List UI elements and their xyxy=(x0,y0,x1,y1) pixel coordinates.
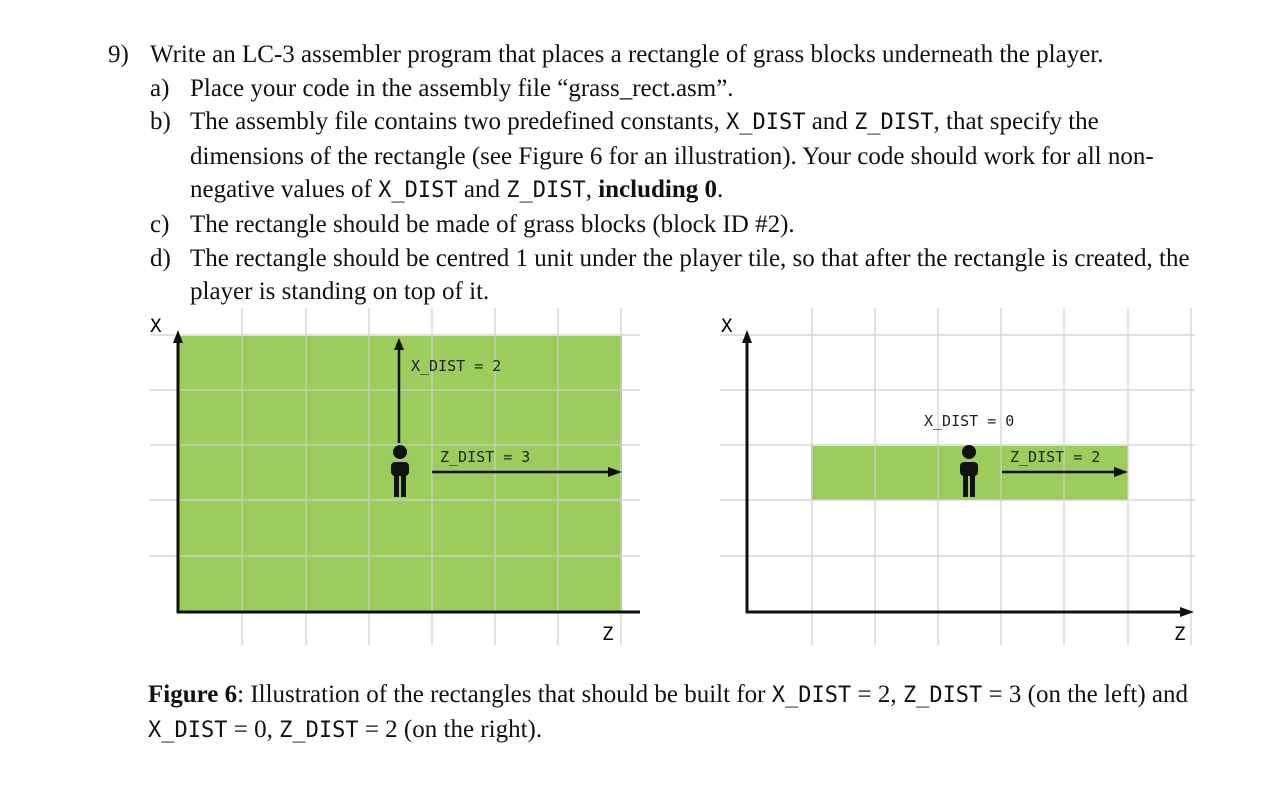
right-diagram: X Z X_DIST = 0 Z_DIST = 2 xyxy=(720,308,1195,645)
code-x-dist: X_DIST xyxy=(725,110,806,136)
x-axis-label: X xyxy=(150,315,162,337)
bold-emphasis: including 0 xyxy=(598,176,718,204)
item-label: d) xyxy=(150,244,171,272)
x-dist-label: X_DIST = 0 xyxy=(924,412,1014,430)
item-text: The rectangle should be made of grass bl… xyxy=(190,210,795,238)
item-label: a) xyxy=(150,74,170,102)
item-label: c) xyxy=(150,210,170,238)
axes xyxy=(742,330,1194,617)
code-x-dist: X_DIST xyxy=(378,178,458,204)
text-run: The assembly file contains two predefine… xyxy=(190,108,726,136)
x-dist-arrow xyxy=(394,338,404,443)
axes xyxy=(173,330,640,614)
code-x-dist: X_DIST xyxy=(148,717,228,743)
player-icon xyxy=(391,445,409,497)
item-text: The rectangle should be centred 1 unit u… xyxy=(190,244,1190,306)
code-z-dist: Z_DIST xyxy=(279,717,359,743)
item-c: c) The rectangle should be made of grass… xyxy=(108,208,1208,242)
x-axis-label: X xyxy=(721,315,733,337)
question-number: 9) xyxy=(108,41,129,68)
code-x-dist: X_DIST xyxy=(771,683,852,708)
question-intro: 9) Write an LC-3 assembler program that … xyxy=(108,38,1208,72)
item-d: d) The rectangle should be centred 1 uni… xyxy=(108,242,1208,309)
text-run: = 3 (on the left) and xyxy=(982,681,1189,708)
item-text: Place your code in the assembly file “gr… xyxy=(190,74,734,102)
item-label: b) xyxy=(150,108,171,136)
item-text: The assembly file contains two predefine… xyxy=(190,105,1208,208)
question-9: 9) Write an LC-3 assembler program that … xyxy=(108,38,1208,309)
text-run: , xyxy=(585,176,599,204)
z-dist-label: Z_DIST = 2 xyxy=(1010,448,1100,466)
item-a: a) Place your code in the assembly file … xyxy=(108,72,1208,106)
code-z-dist: Z_DIST xyxy=(902,683,983,708)
text-run: and xyxy=(805,108,855,136)
text-run: : Illustration of the rectangles that sh… xyxy=(237,681,772,708)
code-z-dist: Z_DIST xyxy=(506,178,586,204)
text-run: and xyxy=(457,176,507,204)
x-dist-label: X_DIST = 2 xyxy=(411,357,501,375)
left-diagram: X Z X_DIST = 2 Z_DIST = 3 xyxy=(150,308,640,645)
question-intro-text: Write an LC-3 assembler program that pla… xyxy=(150,41,1104,68)
text-run: = 0, xyxy=(227,715,280,743)
figure-caption: Figure 6: Illustration of the rectangles… xyxy=(148,678,1208,747)
item-b: b) The assembly file contains two predef… xyxy=(108,105,1208,208)
text-run: , that specify the dimensions of the rec… xyxy=(190,108,1154,204)
text-run: = 2 (on the right). xyxy=(358,715,543,743)
code-z-dist: Z_DIST xyxy=(854,110,934,136)
z-axis-label: Z xyxy=(1174,623,1185,645)
grid-lines xyxy=(720,308,1195,645)
z-dist-arrow xyxy=(432,467,622,477)
caption-figure-label: Figure 6 xyxy=(148,681,238,708)
player-icon xyxy=(960,445,978,497)
z-dist-label: Z_DIST = 3 xyxy=(440,448,530,466)
text-run: . xyxy=(717,176,724,204)
text-run: = 2, xyxy=(851,681,903,708)
z-axis-label: Z xyxy=(602,623,613,645)
grid-lines xyxy=(150,308,640,645)
z-dist-arrow xyxy=(1002,467,1128,477)
